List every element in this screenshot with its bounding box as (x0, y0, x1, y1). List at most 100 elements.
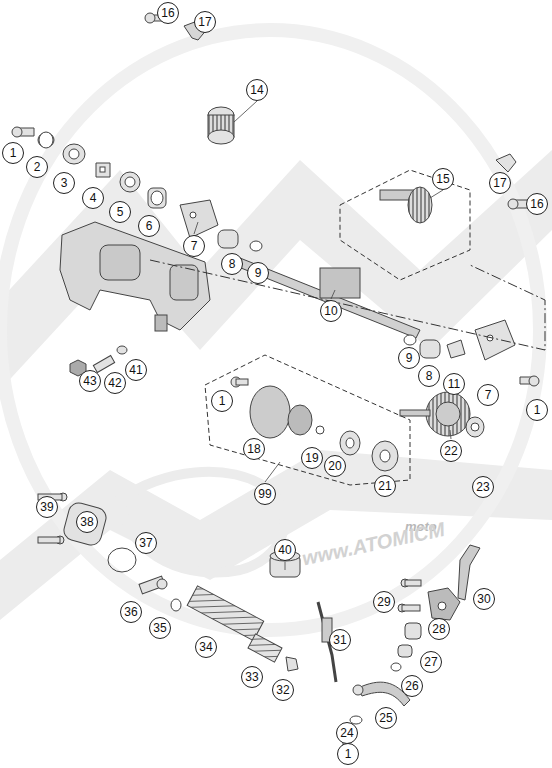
callout-text: 18 (247, 443, 260, 455)
callout-text: 38 (80, 516, 93, 528)
callout-number: 17 (194, 11, 216, 33)
callout-text: 40 (278, 544, 291, 556)
callout-text: 42 (108, 377, 121, 389)
callout-number: 16 (157, 2, 179, 24)
callout-text: 43 (83, 375, 96, 387)
callout-text: 1 (534, 404, 541, 416)
callout-number: 42 (104, 372, 126, 394)
callout-number: 19 (301, 447, 323, 469)
callout-text: 1 (10, 147, 17, 159)
callout-number: 9 (398, 347, 420, 369)
callout-number: 8 (418, 365, 440, 387)
callout-number: 39 (36, 496, 58, 518)
callout-number: 8 (221, 253, 243, 275)
callout-number: 6 (138, 215, 160, 237)
callout-text: 41 (129, 364, 142, 376)
callout-number: 41 (125, 359, 147, 381)
callout-number: 37 (135, 532, 157, 554)
callout-number: 99 (254, 483, 276, 505)
callout-number: 24 (336, 722, 358, 744)
callout-text: 37 (139, 537, 152, 549)
callout-number: 43 (79, 370, 101, 392)
callout-number: 36 (120, 601, 142, 623)
callout-text: 21 (378, 480, 391, 492)
callout-text: 26 (405, 680, 418, 692)
callout-number: 23 (472, 476, 494, 498)
callout-number: 1 (2, 142, 24, 164)
callout-number: 14 (246, 79, 268, 101)
callout-number: 22 (440, 440, 462, 462)
callout-text: 28 (432, 623, 445, 635)
callout-number: 7 (183, 235, 205, 257)
callout-text: 7 (191, 240, 198, 252)
callout-number: 9 (247, 262, 269, 284)
callout-number: 33 (241, 666, 263, 688)
callout-number: 27 (420, 651, 442, 673)
callout-text: 22 (444, 445, 457, 457)
callout-text: 27 (424, 656, 437, 668)
callout-text: 23 (476, 481, 489, 493)
callout-text: 5 (117, 206, 124, 218)
callout-text: 30 (477, 593, 490, 605)
callout-text: 16 (161, 7, 174, 19)
callout-text: 3 (61, 177, 68, 189)
callout-text: 16 (530, 198, 543, 210)
callout-number: 16 (526, 193, 548, 215)
callout-number: 28 (428, 618, 450, 640)
callout-number: 15 (432, 168, 454, 190)
callout-number: 35 (149, 617, 171, 639)
callout-number: 31 (329, 629, 351, 651)
callout-number: 34 (195, 636, 217, 658)
callout-number: 40 (274, 539, 296, 561)
callout-text: 25 (379, 712, 392, 724)
callout-text: 35 (153, 622, 166, 634)
callout-number: 32 (272, 679, 294, 701)
callout-number: 17 (489, 172, 511, 194)
callout-text: 39 (40, 501, 53, 513)
callout-text: 33 (245, 671, 258, 683)
callout-number: 30 (473, 588, 495, 610)
callout-text: 32 (276, 684, 289, 696)
callout-number: 38 (76, 511, 98, 533)
watermark-text: www.ATOMICM (300, 518, 447, 571)
callout-text: 8 (426, 370, 433, 382)
callout-number: 1 (211, 390, 233, 412)
callout-text: 8 (229, 258, 236, 270)
callout-text: 4 (90, 192, 97, 204)
callout-text: 31 (333, 634, 346, 646)
callout-text: 20 (328, 460, 341, 472)
callout-text: 2 (34, 161, 41, 173)
callout-number: 2 (26, 156, 48, 178)
callout-text: 9 (255, 267, 262, 279)
callout-text: 29 (377, 596, 390, 608)
callout-text: 10 (324, 305, 337, 317)
callout-text: 34 (199, 641, 212, 653)
callout-number: 4 (82, 187, 104, 209)
callout-number: 5 (109, 201, 131, 223)
callout-number: 26 (401, 675, 423, 697)
callout-number: 18 (243, 438, 265, 460)
callout-text: 99 (258, 488, 271, 500)
callout-text: 17 (493, 177, 506, 189)
callout-text: 11 (448, 378, 460, 390)
callout-text: 6 (146, 220, 153, 232)
callout-number: 21 (374, 475, 396, 497)
callout-text: 24 (340, 727, 353, 739)
callout-number: 25 (375, 707, 397, 729)
callout-number: 3 (53, 172, 75, 194)
callout-number: 1 (526, 399, 548, 421)
callout-number: 29 (373, 591, 395, 613)
callout-number: 7 (477, 384, 499, 406)
callout-number: 10 (320, 300, 342, 322)
callout-text: 9 (406, 352, 413, 364)
callout-text: 1 (345, 748, 352, 760)
callout-text: 17 (198, 16, 211, 28)
callout-text: 7 (485, 389, 492, 401)
callout-text: 14 (250, 84, 263, 96)
callout-number: 20 (324, 455, 346, 477)
callout-text: 19 (305, 452, 318, 464)
callout-number: 1 (337, 743, 359, 765)
callout-text: 15 (436, 173, 449, 185)
callout-text: 1 (219, 395, 226, 407)
